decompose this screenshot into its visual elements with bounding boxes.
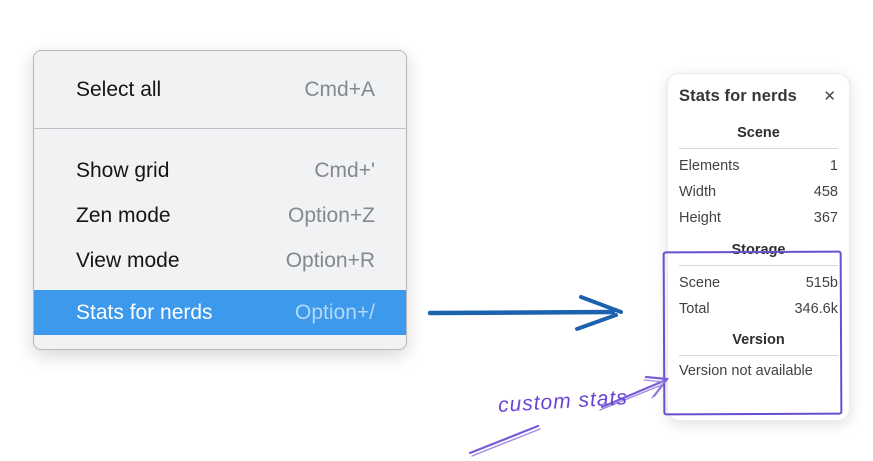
stat-value: 458	[813, 184, 838, 200]
menu-item-view-mode[interactable]: View mode Option+R	[34, 238, 406, 283]
menu-item-stats-for-nerds[interactable]: Stats for nerds Option+/	[34, 290, 406, 335]
stat-row-height: Height 367	[679, 205, 838, 231]
version-section-heading: Version	[732, 332, 785, 348]
stats-panel-title: Stats for nerds	[679, 87, 797, 105]
section-divider	[679, 265, 838, 266]
stat-value: 515b	[805, 275, 838, 291]
close-icon[interactable]: ✕	[823, 88, 836, 105]
flow-arrow-icon	[427, 295, 623, 331]
menu-item-label: Show grid	[76, 158, 170, 182]
stat-label: Height	[679, 210, 721, 226]
menu-item-shortcut: Option+R	[285, 248, 375, 272]
menu-item-shortcut: Cmd+A	[304, 77, 375, 101]
context-menu: Select all Cmd+A Show grid Cmd+' Zen mod…	[33, 50, 407, 350]
menu-item-label: Select all	[76, 77, 162, 101]
menu-item-label: Stats for nerds	[76, 300, 213, 324]
stat-label: Total	[679, 301, 710, 317]
stat-value: 346.6k	[794, 301, 838, 317]
menu-item-shortcut: Option+Z	[288, 203, 375, 227]
stat-row-scene-storage: Scene 515b	[679, 270, 838, 296]
stat-row-elements: Elements 1	[679, 153, 838, 179]
menu-item-shortcut: Cmd+'	[314, 158, 375, 182]
menu-item-shortcut: Option+/	[295, 300, 375, 324]
menu-item-select-all[interactable]: Select all Cmd+A	[34, 67, 406, 112]
stats-panel: Stats for nerds ✕ Scene Elements 1 Width…	[662, 73, 850, 421]
stat-value: 367	[813, 210, 838, 226]
section-divider	[679, 148, 838, 149]
menu-item-zen-mode[interactable]: Zen mode Option+Z	[34, 193, 406, 238]
stat-row-width: Width 458	[679, 179, 838, 205]
stat-label: Scene	[679, 275, 721, 291]
annotation-arrow-icon	[468, 375, 670, 457]
menu-item-show-grid[interactable]: Show grid Cmd+'	[34, 148, 406, 193]
stat-row-total-storage: Total 346.6k	[679, 296, 838, 322]
storage-section-heading: Storage	[731, 242, 786, 258]
menu-item-label: Zen mode	[76, 203, 171, 227]
stat-value: 1	[829, 158, 838, 174]
stat-label: Width	[679, 184, 717, 200]
stat-label: Elements	[679, 158, 740, 174]
menu-divider	[34, 128, 406, 129]
menu-item-label: View mode	[76, 248, 180, 272]
scene-section-heading: Scene	[737, 125, 780, 141]
version-note: Version not available	[679, 363, 813, 379]
section-divider	[679, 355, 838, 356]
